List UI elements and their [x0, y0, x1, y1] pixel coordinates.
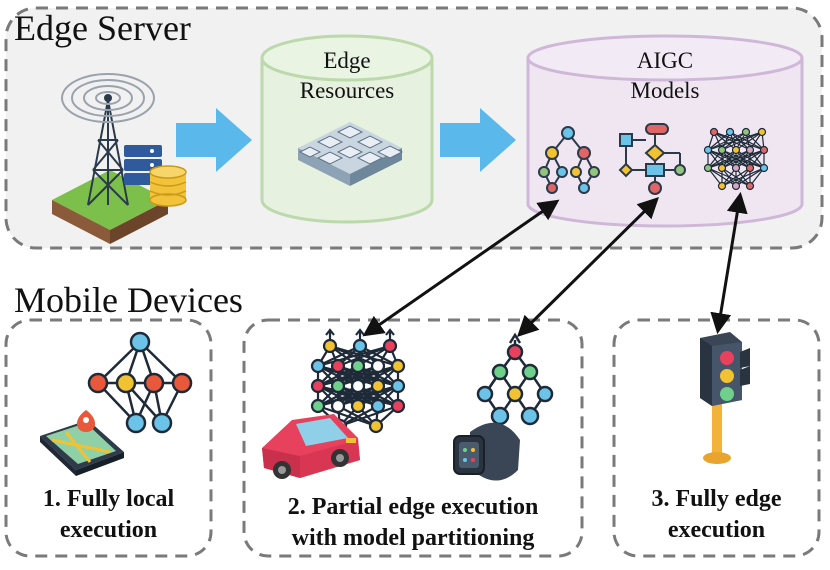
chip-array-icon	[298, 122, 404, 186]
case3-caption: 3. Fully edge execution	[614, 484, 819, 546]
case2-caption-line2: with model partitioning	[291, 525, 535, 551]
case2-caption-line1: 2. Partial edge execution	[287, 494, 539, 520]
smartwatch-icon	[453, 422, 520, 481]
flow-arrow-2	[440, 108, 516, 172]
case3-caption-line2: execution	[667, 517, 766, 543]
phone-map-icon	[40, 410, 124, 476]
edge-server-title: Edge Server	[14, 8, 191, 48]
aigc-models-label-line1: AIGC	[636, 48, 694, 73]
flowchart-model-icon	[618, 123, 686, 195]
case1-caption: 1. Fully local execution	[6, 484, 211, 546]
link-arrow-flowchart-to-case2	[517, 197, 659, 337]
car-neural-network-icon	[310, 328, 406, 434]
traffic-light-icon	[700, 332, 750, 464]
case1-caption-line1: 1. Fully local	[42, 486, 175, 512]
tree-model-icon	[538, 126, 600, 194]
flow-arrow-1	[176, 108, 252, 172]
mobile-devices-title: Mobile Devices	[14, 280, 243, 320]
local-graph-icon	[87, 331, 193, 434]
case2-caption: 2. Partial edge execution with model par…	[244, 492, 582, 554]
edge-resources-label-line2: Resources	[299, 78, 395, 103]
edge-resources-label-line1: Edge	[323, 48, 371, 73]
base-station-icon	[52, 73, 187, 244]
watch-neural-network-icon	[476, 332, 554, 426]
link-arrow-dense-to-case3	[710, 191, 748, 335]
aigc-models-label: AIGC Models	[528, 46, 802, 106]
aigc-models-label-line2: Models	[630, 78, 700, 103]
case1-caption-line2: execution	[59, 517, 158, 543]
edge-resources-label: Edge Resources	[262, 46, 432, 106]
case3-caption-line1: 3. Fully edge	[651, 486, 782, 512]
car-icon	[262, 414, 360, 479]
dense-network-model-icon	[703, 127, 769, 191]
